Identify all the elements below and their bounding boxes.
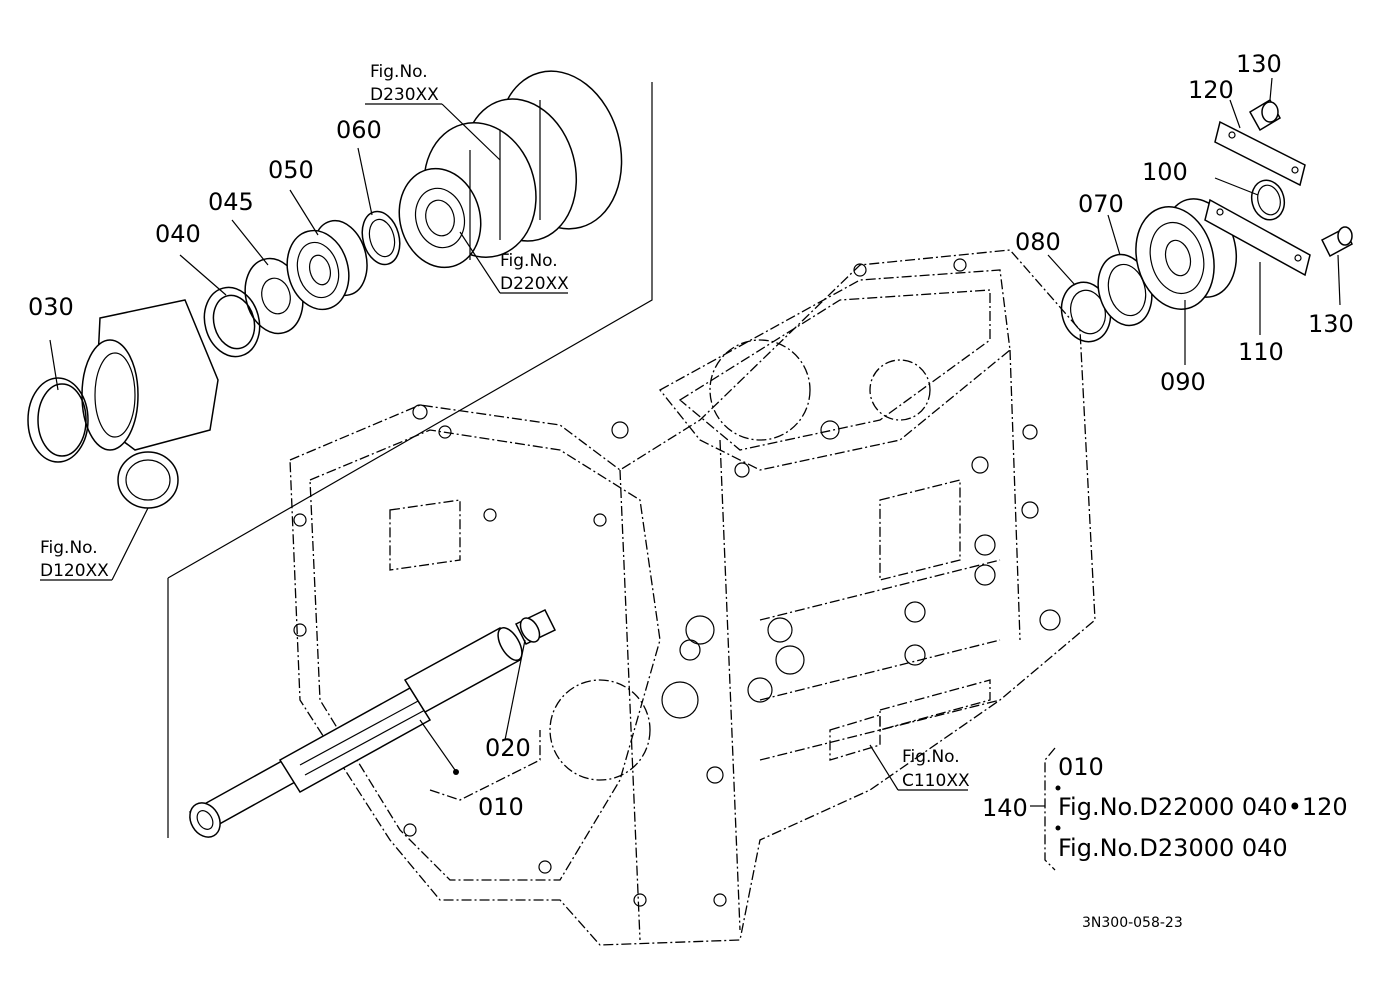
fig-ref-d120-code: D120XX [40,561,109,581]
fig-ref-d120-label: Fig.No. [40,538,98,558]
label-100: 100 [1142,158,1188,186]
ball-bearing-050 [279,215,375,317]
transmission-case [290,250,1095,945]
plate-120 [1215,122,1305,185]
fig-ref-d230-code: D230XX [370,85,439,105]
label-020: 020 [485,734,531,762]
snap-ring-100 [1247,177,1288,224]
fig-ref-d220-label: Fig.No. [500,251,558,271]
label-140: 140 [982,794,1028,822]
plug-130-top [1250,100,1280,130]
label-045: 045 [208,188,254,216]
label-050: 050 [268,156,314,184]
kit-140-contents: 010 Fig.No.D22000 040•120 Fig.No.D23000 … [1058,753,1348,862]
label-130-top: 130 [1236,50,1282,78]
fig-ref-d220-code: D220XX [500,274,569,294]
label-090: 090 [1160,368,1206,396]
label-010: 010 [478,793,524,821]
kit-140-line-3: Fig.No.D23000 040 [1058,834,1288,862]
label-080: 080 [1015,228,1061,256]
label-070: 070 [1078,190,1124,218]
part-labels: 030 040 045 050 060 020 010 080 070 090 … [28,50,1354,822]
label-040: 040 [155,220,201,248]
circlip [28,378,88,462]
label-030: 030 [28,293,74,321]
label-120: 120 [1188,76,1234,104]
bushing [516,610,555,645]
diagram-id: 3N300-058-23 [1082,915,1183,931]
label-060: 060 [336,116,382,144]
fig-ref-c110-label: Fig.No. [902,747,960,767]
fig-ref-d230-label: Fig.No. [370,62,428,82]
label-110: 110 [1238,338,1284,366]
kit-140-line-2: Fig.No.D22000 040•120 [1058,793,1348,821]
fig-ref-c110-code: C110XX [902,771,970,791]
kit-140-line-1: 010 [1058,753,1104,781]
label-130-right: 130 [1308,310,1354,338]
bearing-housing [82,300,218,508]
main-shaft [184,624,527,843]
plug-130-right [1322,227,1352,256]
